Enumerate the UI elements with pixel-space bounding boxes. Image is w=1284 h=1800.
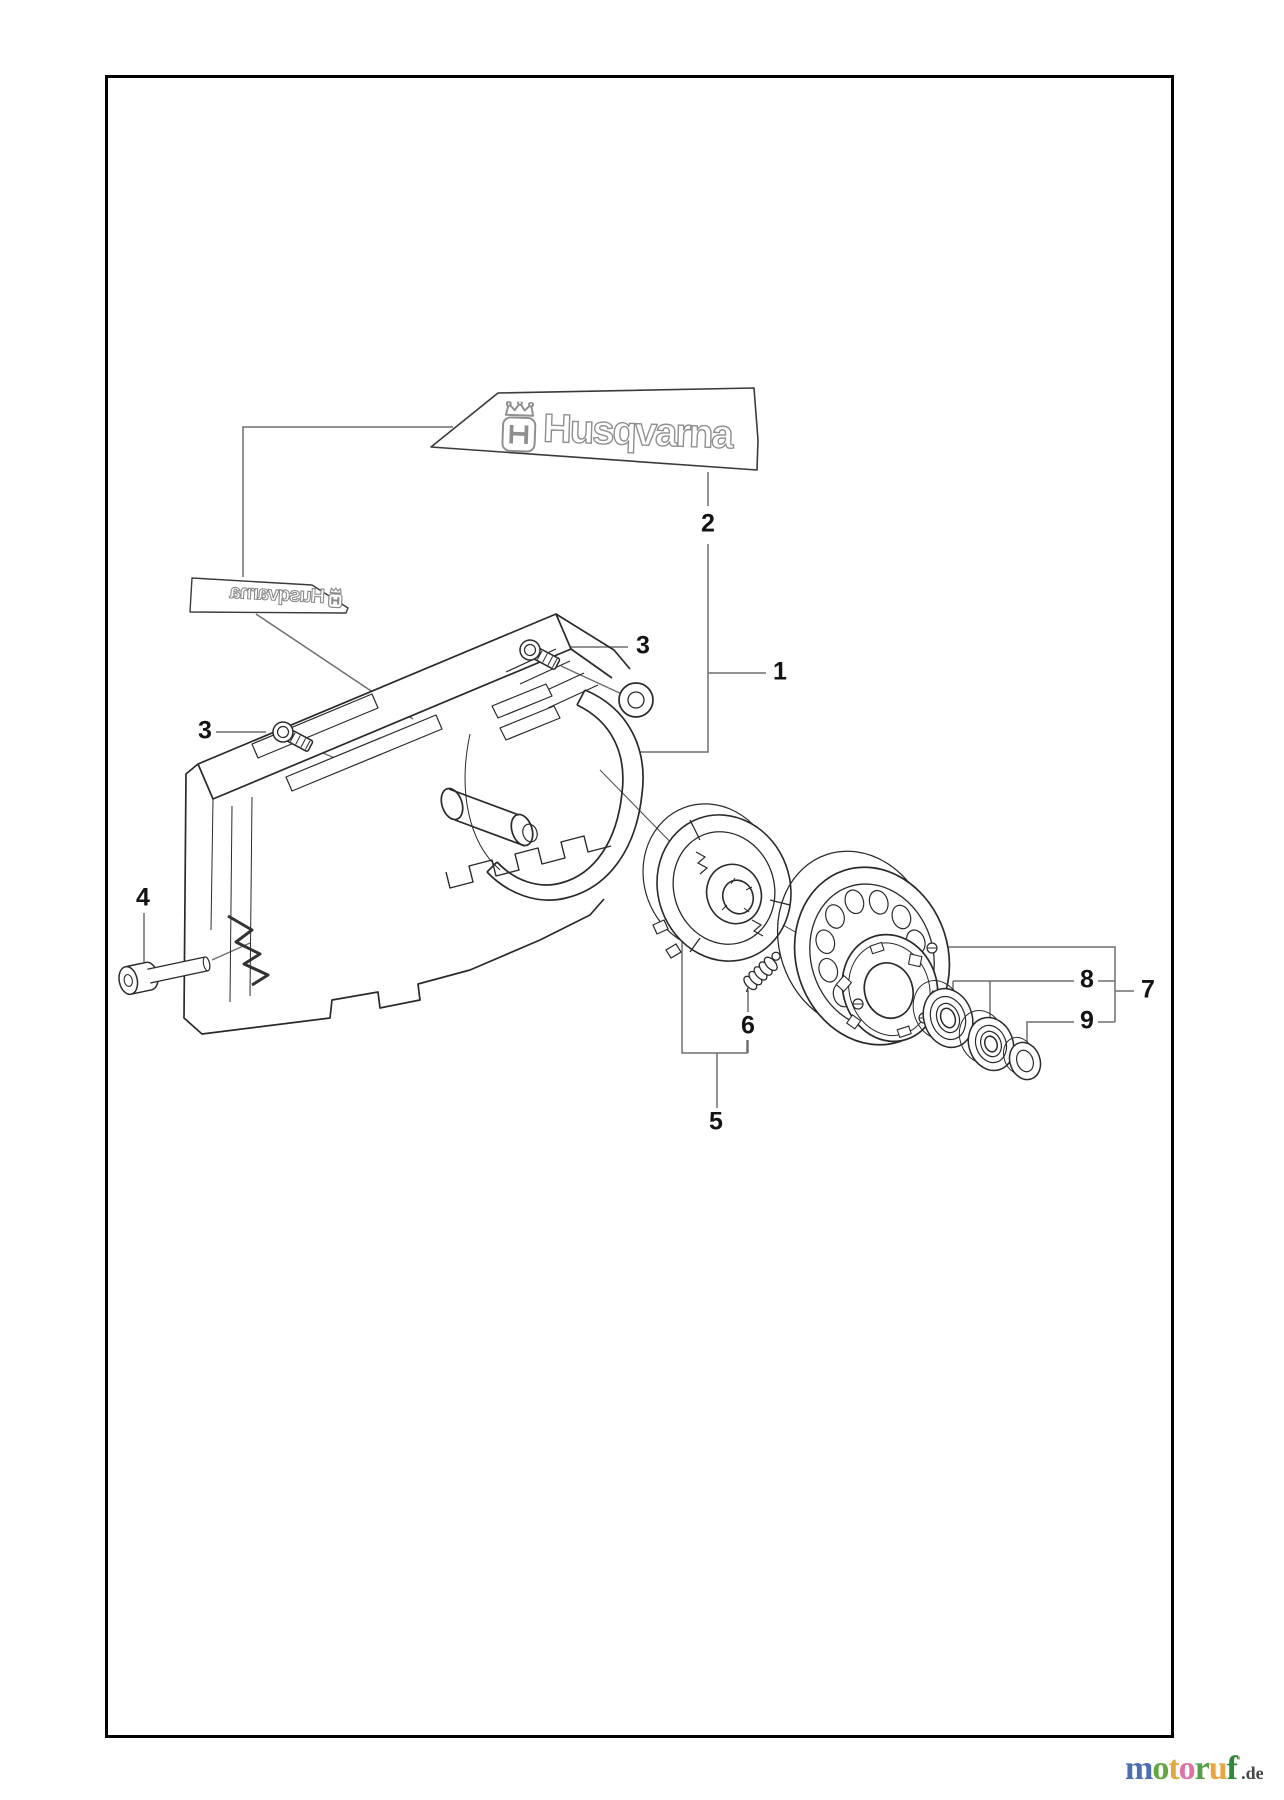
callout-part-3-top: 3 [636,631,650,660]
callout-part-2: 2 [701,509,715,538]
bearing-drawing-1 [912,980,974,1049]
callout-part-7: 7 [1141,975,1155,1004]
decal-outline-small [189,577,349,614]
bolt-drawing [118,956,211,996]
brand-decal-large: Husqvarna [499,401,734,461]
husqvarna-crown-icon [501,401,537,453]
clutch-assembly-drawing [642,803,792,962]
clutch-cover-drawing [183,613,654,1035]
logo-letter: m [1125,1750,1153,1787]
logo-letter: o [1178,1750,1196,1787]
clutch-spring-drawing [743,951,781,993]
callout-leader-lines [143,426,1134,1108]
callout-part-5: 5 [709,1107,723,1136]
callout-part-9: 9 [1080,1006,1094,1035]
logo-letter: r [1194,1750,1210,1787]
callout-part-6: 6 [741,1011,755,1040]
callout-part-4: 4 [136,883,150,912]
bearing-drawing-2 [958,1010,1015,1072]
logo-suffix: .de [1241,1763,1264,1783]
logo-letter: f [1226,1750,1238,1787]
brand-decal-large-text: Husqvarna [542,405,734,457]
logo-letter: t [1168,1750,1179,1787]
logo-tick: ' [1237,1754,1242,1770]
page-border-frame [105,75,1174,1738]
brand-decal-small-mirrored: Husqvarna [196,579,343,610]
brand-decal-small-text: Husqvarna [230,580,326,608]
callout-part-8: 8 [1080,965,1094,994]
logo-letter: u [1208,1750,1228,1787]
callout-part-1: 1 [773,657,787,686]
husqvarna-crown-icon [327,587,343,609]
motoruf-logo-link[interactable]: motoruf'.de [1125,1750,1264,1788]
washer-drawing [1002,1036,1042,1081]
screw-drawing-top [519,639,561,670]
screw-drawing-left [272,721,314,752]
callout-part-3-left: 3 [198,716,212,745]
logo-letter: o [1152,1750,1169,1787]
